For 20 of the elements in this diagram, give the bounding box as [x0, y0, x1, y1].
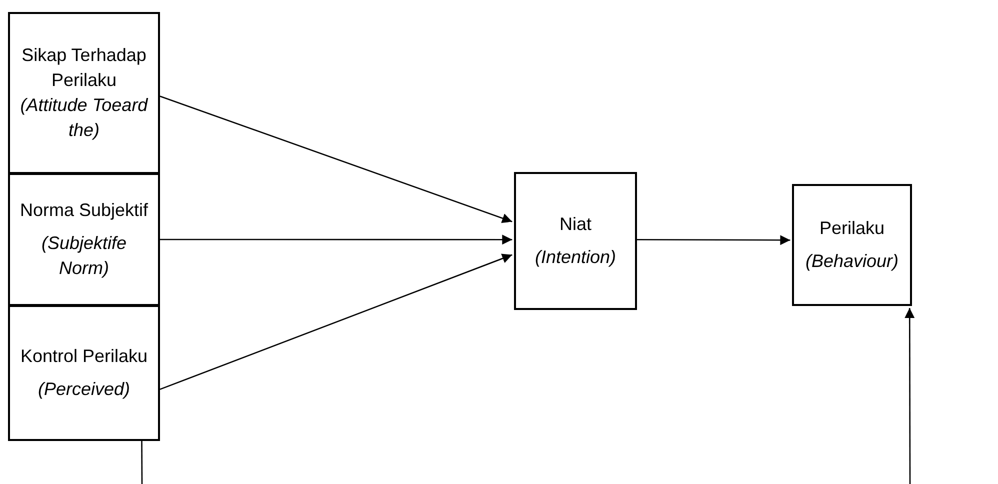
subtitle-text: (Behaviour) [805, 250, 899, 273]
process-box [792, 184, 912, 306]
subtitle-text: (Subjektife Norm) [40, 232, 128, 280]
node-label: Norma Subjektif [20, 199, 148, 222]
node-label: Kontrol Perilaku [20, 345, 148, 368]
arrow [904, 308, 915, 484]
subtitle-text: (Intention) [534, 246, 616, 269]
line [141, 441, 143, 484]
process-box [8, 305, 160, 441]
process-box [8, 173, 160, 306]
node-label: Perilaku [819, 217, 885, 240]
subtitle-text: (Perceived) [38, 378, 130, 401]
node-label: Niat [559, 213, 592, 236]
arrow [637, 235, 790, 246]
arrow [160, 96, 512, 224]
process-box [8, 12, 160, 174]
process-box [514, 172, 637, 310]
arrow [160, 234, 512, 245]
node-label: Sikap Terhadap Perilaku (Attitude Toeard the) [19, 44, 149, 142]
arrow [160, 254, 512, 390]
